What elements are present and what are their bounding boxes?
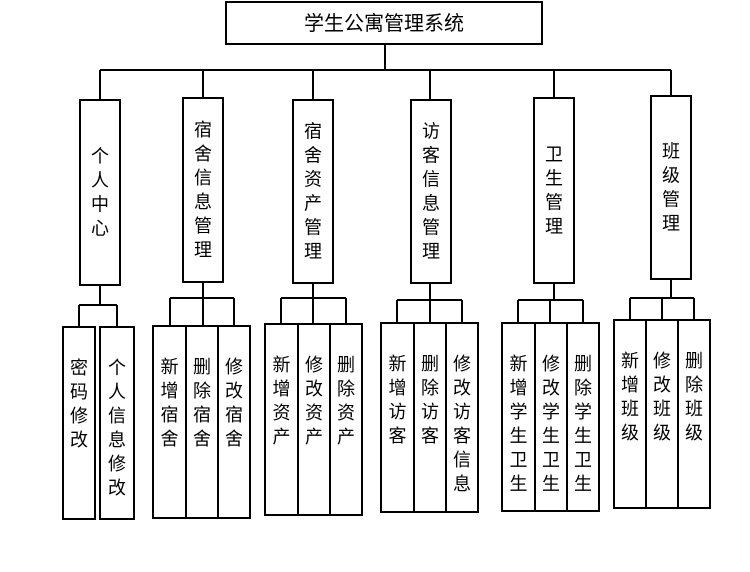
root-node: 学生公寓管理系统 (225, 1, 543, 45)
module-label: 卫生管理 (545, 145, 563, 238)
function-label: 新增宿舍 (161, 357, 179, 450)
function-box (534, 322, 568, 512)
function-label: 个人信息修改 (108, 358, 126, 499)
function-label: 删除资产 (337, 355, 355, 448)
function-box (62, 326, 96, 520)
function-box (185, 325, 219, 519)
module-node: 访客信息管理 (410, 99, 452, 284)
function-label: 新增学生卫生 (510, 354, 528, 495)
function-node: 新增宿舍 (152, 325, 187, 519)
function-node: 新增访客 (380, 322, 415, 513)
system-title: 学生公寓管理系统 (304, 11, 464, 35)
function-node: 修改资产 (297, 323, 331, 516)
function-label: 删除宿舍 (193, 357, 211, 450)
function-label: 密码修改 (70, 358, 88, 451)
function-node: 删除访客 (413, 322, 447, 513)
function-label: 修改班级 (653, 351, 671, 444)
connector-lines (78, 44, 695, 327)
function-label: 删除班级 (685, 351, 703, 444)
module-label: 班级管理 (662, 142, 680, 235)
module-label: 宿舍信息管理 (194, 120, 212, 261)
function-box (152, 325, 187, 519)
function-label: 删除学生卫生 (574, 354, 592, 495)
function-node: 新增班级 (613, 319, 647, 509)
function-box (217, 325, 251, 519)
function-label: 修改宿舍 (225, 357, 243, 450)
function-node: 新增资产 (264, 323, 299, 516)
function-node: 删除班级 (677, 319, 711, 509)
function-box (99, 326, 135, 520)
function-node: 修改访客信息 (445, 322, 479, 513)
function-label: 修改访客信息 (453, 354, 471, 495)
module-box (79, 99, 121, 286)
module-node: 班级管理 (650, 95, 692, 280)
function-node: 删除学生卫生 (566, 322, 600, 512)
module-label: 个人中心 (91, 147, 109, 240)
function-box (566, 322, 600, 512)
function-node: 新增学生卫生 (501, 322, 536, 512)
function-label: 删除访客 (421, 354, 439, 447)
root-box (225, 1, 543, 45)
function-node: 修改学生卫生 (534, 322, 568, 512)
module-label: 宿舍资产管理 (304, 122, 322, 263)
function-box (501, 322, 536, 512)
module-box (292, 99, 334, 284)
function-node: 删除资产 (329, 323, 363, 516)
function-box (645, 319, 679, 509)
function-node: 修改宿舍 (217, 325, 251, 519)
module-box (410, 99, 452, 284)
module-node: 宿舍信息管理 (182, 97, 224, 283)
module-label: 访客信息管理 (422, 122, 440, 263)
function-node: 删除宿舍 (185, 325, 219, 519)
function-node: 修改班级 (645, 319, 679, 509)
function-label: 修改资产 (305, 355, 323, 448)
function-node: 个人信息修改 (99, 326, 135, 520)
function-box (677, 319, 711, 509)
function-box (613, 319, 647, 509)
function-box (445, 322, 479, 513)
module-box (533, 97, 575, 284)
function-label: 新增资产 (273, 355, 291, 448)
module-node: 个人中心 (79, 99, 121, 286)
module-box (182, 97, 224, 283)
module-node: 宿舍资产管理 (292, 99, 334, 284)
function-label: 修改学生卫生 (542, 354, 560, 495)
function-node: 密码修改 (62, 326, 96, 520)
function-label: 新增班级 (621, 351, 639, 444)
function-box (329, 323, 363, 516)
module-box (650, 95, 692, 280)
function-label: 新增访客 (389, 354, 407, 447)
module-node: 卫生管理 (533, 97, 575, 284)
